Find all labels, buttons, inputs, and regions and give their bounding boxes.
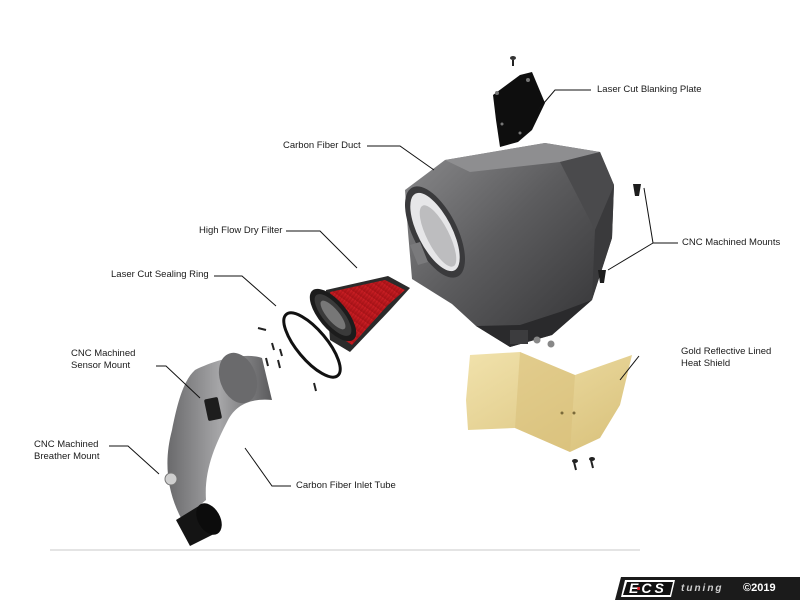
- label-breather-mount: CNC Machined Breather Mount: [34, 439, 99, 463]
- cnc-machined-mounts: [533, 184, 641, 348]
- watermark-copyright: ©2019: [743, 582, 776, 594]
- label-carbon-fiber-duct: Carbon Fiber Duct: [283, 140, 361, 151]
- label-blanking-plate: Laser Cut Blanking Plate: [597, 84, 702, 95]
- gold-reflective-heat-shield: [466, 352, 632, 471]
- watermark-backdrop: [615, 577, 800, 600]
- label-heat-shield-line1: Gold Reflective Lined: [681, 346, 772, 357]
- watermark-brand-ecs: ECS: [629, 580, 667, 596]
- carbon-fiber-inlet-tube: [164, 352, 272, 546]
- watermark-brand-tuning: tuning: [681, 583, 724, 594]
- label-heat-shield-line2: Heat Shield: [681, 358, 731, 369]
- label-laser-cut-sealing-ring: Laser Cut Sealing Ring: [111, 269, 209, 280]
- ecs-tuning-watermark: ECS tuning ©2019: [615, 577, 800, 600]
- label-carbon-fiber-inlet-tube: Carbon Fiber Inlet Tube: [296, 480, 396, 491]
- laser-cut-sealing-ring: [282, 311, 342, 379]
- label-sensor-mount-line2: Sensor Mount: [71, 360, 131, 371]
- mounting-screws: [257, 327, 317, 392]
- blanking-plate: [493, 56, 545, 147]
- label-sensor-mount-line1: CNC Machined: [71, 348, 136, 359]
- label-high-flow-dry-filter: High Flow Dry Filter: [199, 225, 283, 236]
- high-flow-dry-filter: [309, 276, 410, 352]
- carbon-fiber-duct: [405, 143, 614, 347]
- label-breather-mount-line2: Breather Mount: [34, 451, 100, 462]
- label-cnc-machined-mounts: CNC Machined Mounts: [682, 237, 781, 248]
- label-sensor-mount: CNC Machined Sensor Mount: [71, 348, 135, 372]
- label-heat-shield: Gold Reflective Lined Heat Shield: [681, 346, 771, 370]
- leader-lines: [109, 89, 678, 487]
- label-breather-mount-line1: CNC Machined: [34, 439, 99, 450]
